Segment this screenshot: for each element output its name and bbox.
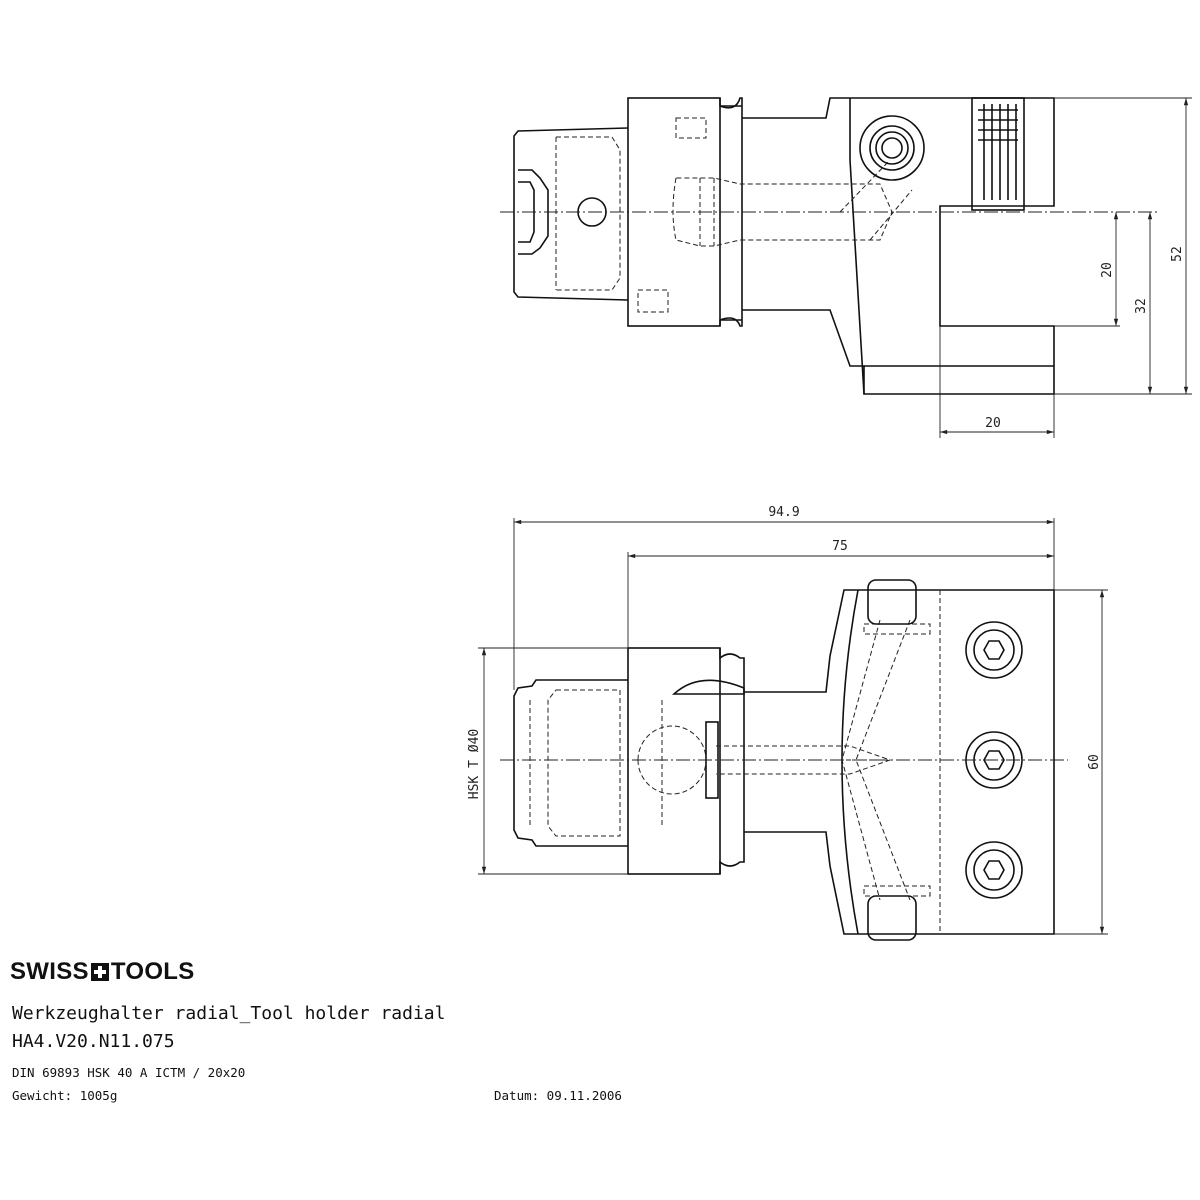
socket-screw-bottom	[965, 841, 1023, 899]
top-view: 20 32 52 20	[500, 97, 1192, 438]
brand-logo: SWISS TOOLS	[10, 958, 195, 986]
weight: Gewicht: 1005g	[12, 1088, 118, 1103]
dim-hsk-diameter: HSK T Ø40	[467, 729, 482, 799]
dim-shank-height: 20	[1100, 262, 1115, 278]
brand-right: TOOLS	[110, 958, 195, 985]
dim-overall-height: 52	[1170, 246, 1185, 262]
drawing-title: Werkzeughalter radial_Tool holder radial	[12, 1003, 446, 1024]
standard-spec: DIN 69893 HSK 40 A ICTM / 20x20	[12, 1065, 246, 1080]
side-flange	[627, 647, 721, 875]
socket-screw-top	[965, 621, 1023, 679]
swiss-cross-icon	[90, 963, 109, 981]
top-fitting	[859, 115, 925, 181]
part-number: HA4.V20.N11.075	[12, 1031, 175, 1052]
side-view: 94.9 75 HSK T Ø40 60	[467, 505, 1108, 941]
brand-left: SWISS	[10, 958, 89, 985]
top-hsk-cone	[513, 127, 629, 301]
dim-shank-width: 20	[985, 416, 1001, 431]
dim-center-height: 32	[1134, 298, 1149, 314]
dim-overall-length: 94.9	[768, 505, 799, 520]
date: Datum: 09.11.2006	[494, 1088, 622, 1103]
dim-block-height: 60	[1087, 754, 1102, 770]
side-hsk-cone	[513, 679, 628, 847]
dim-body-length: 75	[832, 539, 848, 554]
